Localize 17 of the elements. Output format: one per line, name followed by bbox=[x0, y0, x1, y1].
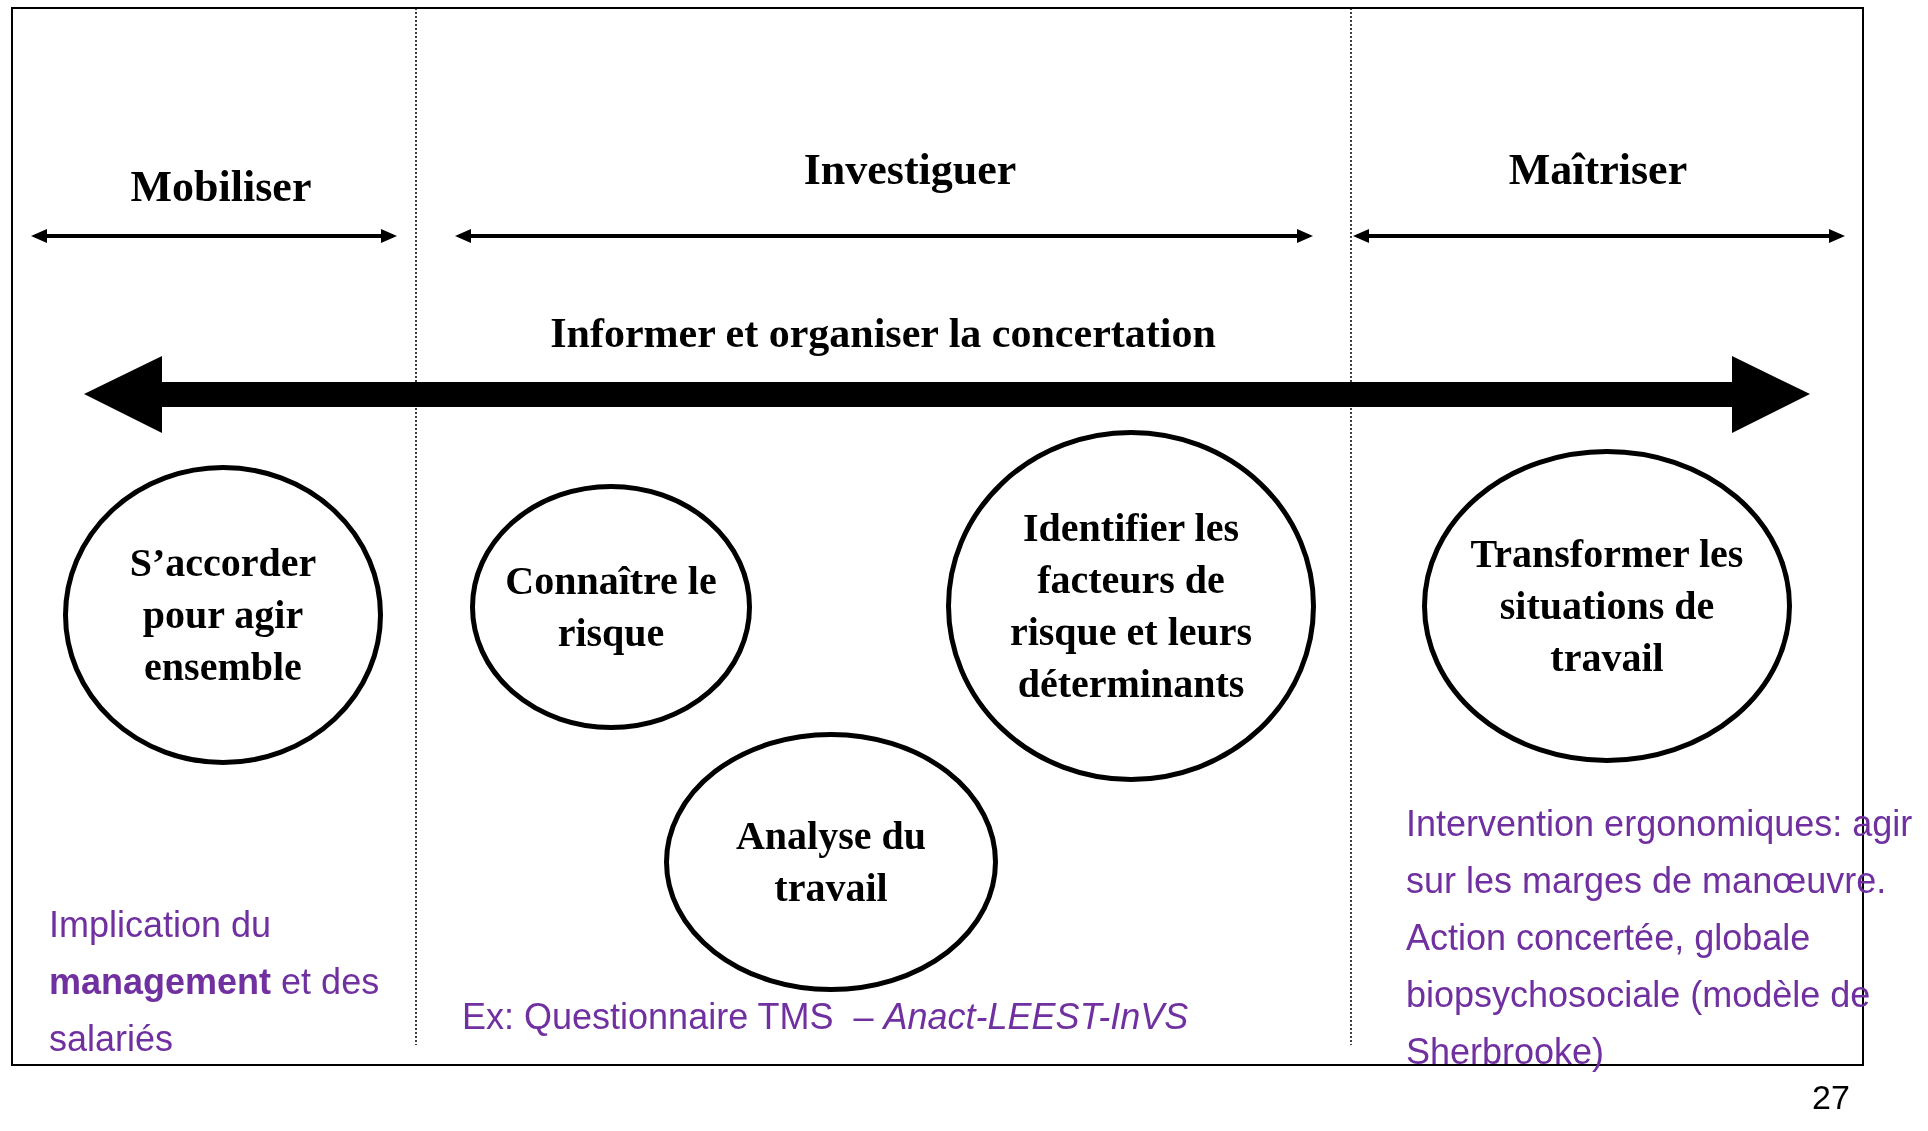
ellipse-node bbox=[470, 484, 752, 730]
ellipse-node bbox=[664, 732, 998, 992]
node-text: Analyse du travail bbox=[734, 812, 928, 912]
note-text: Ex: Questionnaire TMS – Anact-LEEST-InVS bbox=[462, 995, 1190, 1039]
arrow-caption: Informer et organiser la concertation bbox=[549, 312, 1217, 354]
phase-heading: Maîtriser bbox=[1507, 148, 1689, 192]
ellipse-node bbox=[946, 430, 1316, 782]
ellipse-node bbox=[63, 465, 383, 765]
node-text: S’accorder pour agir ensemble bbox=[128, 539, 318, 691]
note-text: Implication du management et des salariés bbox=[49, 903, 381, 1061]
node-text: Connaître le risque bbox=[504, 557, 718, 657]
node-text: Transformer les situations de travail bbox=[1469, 530, 1745, 682]
phase-heading: Mobiliser bbox=[129, 165, 313, 209]
node-text: Identifier les facteurs de risque et leurs déterminants bbox=[1008, 504, 1254, 708]
phase-heading: Investiguer bbox=[802, 148, 1018, 192]
page-number: 27 bbox=[1812, 1080, 1851, 1114]
ellipse-node bbox=[1422, 449, 1792, 763]
